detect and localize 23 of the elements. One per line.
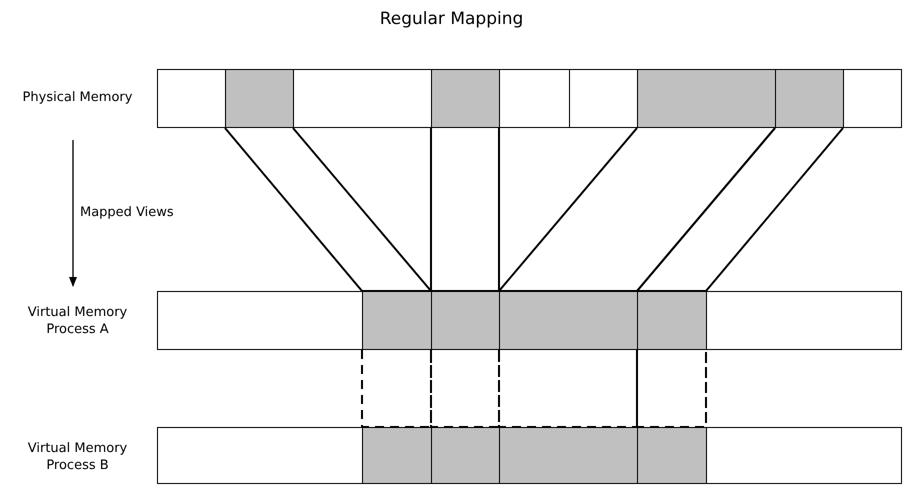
memory-block bbox=[431, 427, 500, 484]
memory-block bbox=[499, 291, 638, 350]
memory-block bbox=[637, 427, 707, 484]
memory-block bbox=[499, 427, 638, 484]
memory-block bbox=[362, 291, 432, 350]
memory-block bbox=[431, 291, 500, 350]
annotation-label: Mapped Views bbox=[80, 204, 174, 221]
dashed-mapping-line bbox=[361, 349, 432, 428]
dashed-mapping-line bbox=[636, 349, 707, 428]
memory-block bbox=[637, 291, 707, 350]
dashed-mapping-line bbox=[498, 349, 638, 428]
memory-label: Virtual Memory Process A bbox=[26, 304, 128, 338]
memory-block bbox=[225, 69, 294, 128]
memory-label: Physical Memory bbox=[22, 89, 134, 106]
dashed-mapping-line bbox=[430, 349, 500, 428]
memory-block bbox=[362, 427, 432, 484]
memory-label: Virtual Memory Process B bbox=[26, 440, 128, 474]
memory-block bbox=[637, 69, 776, 128]
title: Regular Mapping bbox=[378, 8, 524, 30]
memory-block bbox=[431, 69, 500, 128]
memory-block bbox=[775, 69, 844, 128]
mapping-line bbox=[634, 127, 844, 292]
mapping-line bbox=[430, 127, 500, 292]
